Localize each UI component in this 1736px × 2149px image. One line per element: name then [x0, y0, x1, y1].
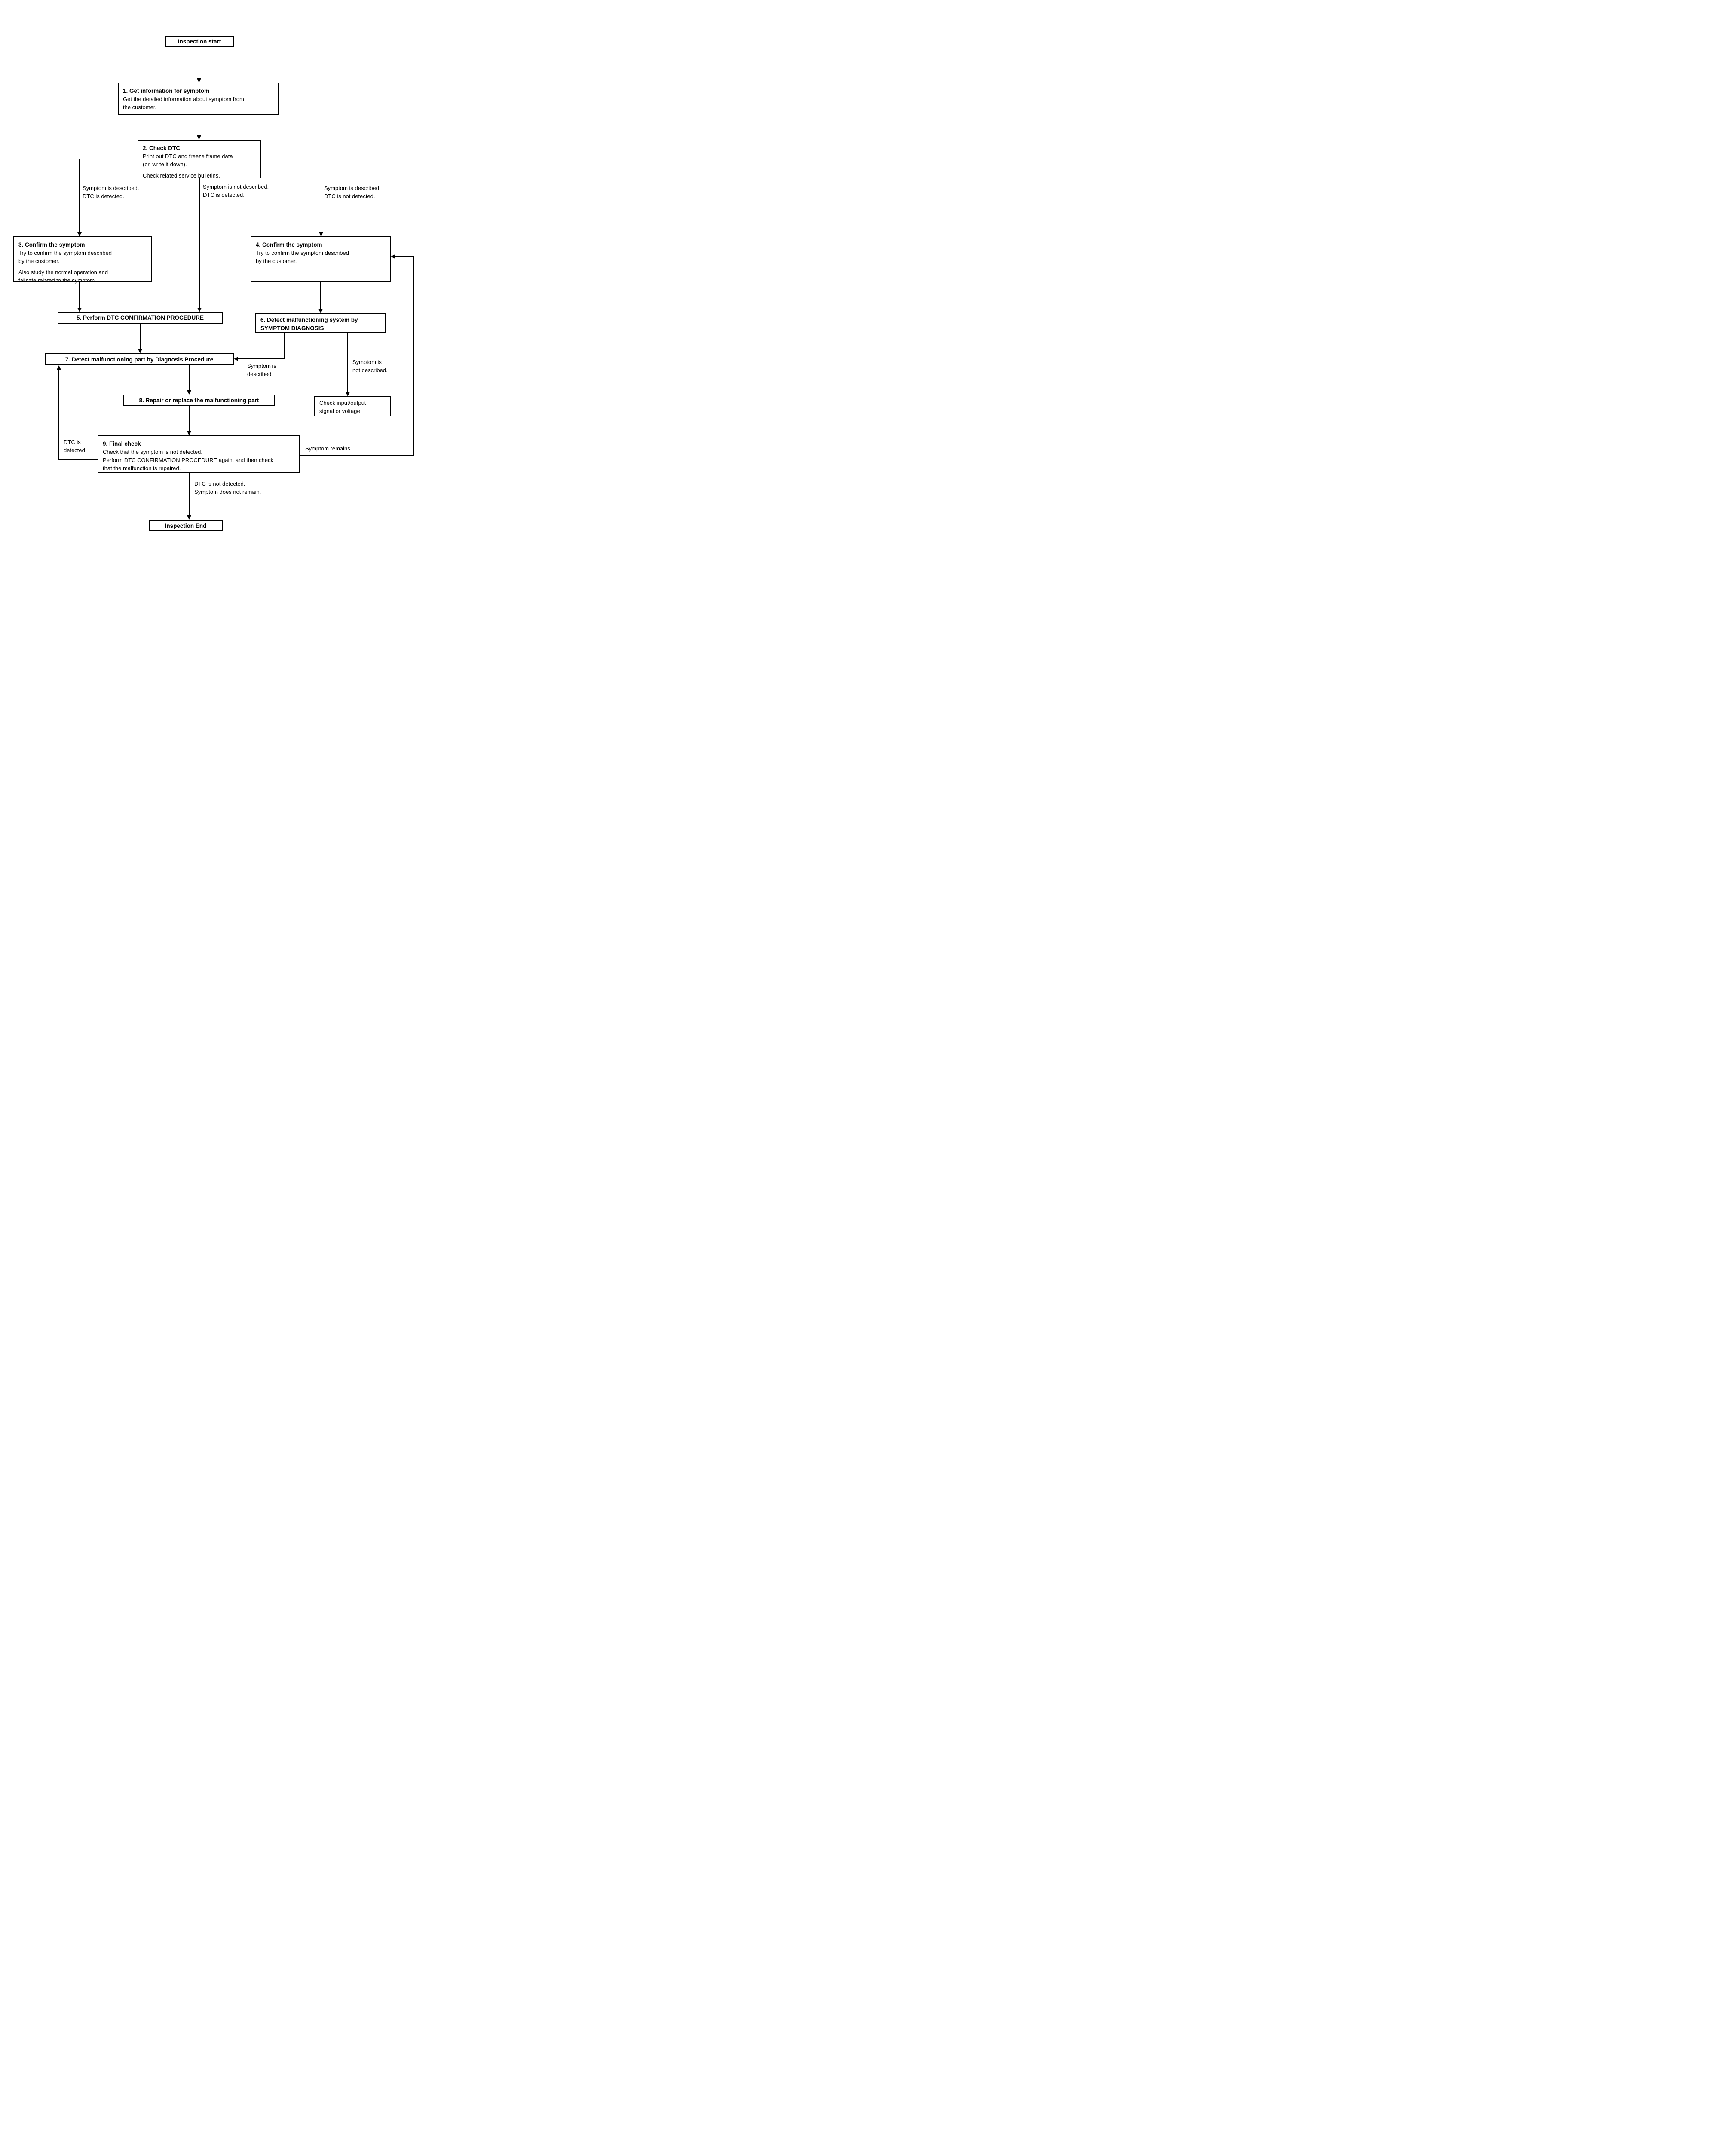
edge-step9-to-end-line — [189, 473, 190, 516]
check-io-line: signal or voltage — [319, 408, 360, 414]
node-check-io-signal: Check input/output signal or voltage — [314, 396, 391, 416]
step9-line: Perform DTC CONFIRMATION PROCEDURE again… — [103, 457, 274, 463]
edge-step6-to-step7-hline — [238, 358, 285, 359]
edge-label-to-end: DTC is not detected. Symptom does not re… — [194, 480, 261, 496]
arrowhead-down-icon — [318, 309, 323, 313]
node-step5-dtc-confirmation: 5. Perform DTC CONFIRMATION PROCEDURE — [58, 312, 223, 324]
arrowhead-down-icon — [77, 232, 82, 236]
node-inspection-start: Inspection start — [165, 36, 234, 47]
node-step8-repair-replace: 8. Repair or replace the malfunctioning … — [123, 395, 275, 406]
edge-step5-to-step7-line — [140, 324, 141, 350]
step2-line: Print out DTC and freeze frame data — [143, 153, 233, 159]
node-step7-diagnosis-procedure: 7. Detect malfunctioning part by Diagnos… — [45, 353, 234, 365]
step3-line: by the customer. — [18, 258, 60, 264]
arrowhead-down-icon — [138, 349, 142, 353]
node-inspection-end: Inspection End — [149, 520, 223, 531]
edge-label-line: detected. — [64, 447, 87, 453]
step7-title: 7. Detect malfunctioning part by Diagnos… — [65, 356, 214, 363]
arrowhead-down-icon — [319, 232, 323, 236]
arrowhead-down-icon — [77, 308, 82, 312]
arrowhead-down-icon — [197, 308, 202, 312]
step1-title: 1. Get information for symptom — [123, 88, 210, 94]
arrowhead-left-icon — [234, 357, 238, 361]
arrowhead-down-icon — [187, 515, 191, 520]
edge-step9-to-step4-vline — [413, 257, 414, 456]
edge-label-line: Symptom remains. — [305, 445, 352, 452]
edge-label-line: Symptom does not remain. — [194, 489, 261, 495]
edge-step9-to-step7-hline — [58, 459, 98, 460]
edge-step8-to-step9-line — [189, 406, 190, 432]
edge-label-dtc-detected: DTC is detected. — [64, 438, 87, 454]
step1-line: the customer. — [123, 104, 157, 110]
check-io-line: Check input/output — [319, 400, 366, 406]
step8-title: 8. Repair or replace the malfunctioning … — [139, 397, 259, 404]
edge-label-line: Symptom is — [247, 363, 276, 369]
edge-label-line: DTC is not detected. — [194, 481, 245, 487]
arrowhead-up-icon — [57, 365, 61, 370]
step6-title: SYMPTOM DIAGNOSIS — [260, 325, 324, 331]
step3-title: 3. Confirm the symptom — [18, 242, 85, 248]
edge-label-line: DTC is detected. — [83, 193, 124, 199]
edge-label-symptom-remains: Symptom remains. — [305, 444, 352, 453]
step2-title: 2. Check DTC — [143, 145, 181, 151]
edge-label-symptom-not-described: Symptom is not described. — [352, 358, 388, 374]
node-step4-confirm-symptom: 4. Confirm the symptom Try to confirm th… — [251, 236, 391, 282]
edge-label-line: not described. — [352, 367, 388, 373]
step1-line: Get the detailed information about sympt… — [123, 96, 244, 102]
edge-label-line: DTC is not detected. — [324, 193, 375, 199]
step9-title: 9. Final check — [103, 441, 141, 447]
edge-step3-to-step5-line — [79, 282, 80, 309]
step3-line: failsafe related to the symptom. — [18, 277, 96, 284]
node-step6-symptom-diagnosis: 6. Detect malfunctioning system by SYMPT… — [255, 313, 386, 333]
step4-line: by the customer. — [256, 258, 297, 264]
arrowhead-down-icon — [197, 135, 201, 140]
edge-label-line: Symptom is not described. — [203, 184, 269, 190]
arrowhead-down-icon — [187, 390, 191, 395]
edge-step6-to-step7-vline — [284, 333, 285, 359]
arrowhead-down-icon — [346, 392, 350, 396]
edge-label-line: Symptom is described. — [83, 185, 139, 191]
edge-label-symptom-described: Symptom is described. — [247, 362, 276, 378]
edge-label-middle-branch: Symptom is not described. DTC is detecte… — [203, 183, 269, 199]
step6-title: 6. Detect malfunctioning system by — [260, 317, 358, 323]
edge-step2-to-step3-vline — [79, 159, 80, 233]
step3-line: Try to confirm the symptom described — [18, 250, 112, 256]
inspection-start-label: Inspection start — [178, 38, 221, 45]
edge-step9-to-step4-hline-bottom — [300, 455, 414, 456]
edge-label-line: Symptom is — [352, 359, 382, 365]
node-step2-check-dtc: 2. Check DTC Print out DTC and freeze fr… — [138, 140, 261, 179]
step9-line: Check that the symptom is not detected. — [103, 449, 202, 455]
edge-label-line: DTC is — [64, 439, 81, 445]
node-step1-get-information: 1. Get information for symptom Get the d… — [118, 83, 279, 115]
edge-step9-to-step7-vline — [58, 369, 59, 460]
arrowhead-down-icon — [197, 78, 201, 83]
edge-label-line: Symptom is described. — [324, 185, 381, 191]
edge-label-line: DTC is detected. — [203, 192, 245, 198]
edge-label-line: described. — [247, 371, 273, 377]
step5-title: 5. Perform DTC CONFIRMATION PROCEDURE — [76, 315, 204, 321]
edge-step9-to-step4-hline-top — [395, 256, 414, 257]
step4-title: 4. Confirm the symptom — [256, 242, 322, 248]
edge-step4-to-step6-line — [320, 282, 321, 310]
step9-line: that the malfunction is repaired. — [103, 465, 181, 471]
step4-line: Try to confirm the symptom described — [256, 250, 349, 256]
arrowhead-down-icon — [187, 431, 191, 435]
edge-step7-to-step8-line — [189, 365, 190, 391]
edge-label-right-branch: Symptom is described. DTC is not detecte… — [324, 184, 381, 200]
node-step3-confirm-symptom: 3. Confirm the symptom Try to confirm th… — [13, 236, 152, 284]
edge-step2-to-step5-line — [199, 178, 200, 309]
step2-line: Check related service bulletins. — [143, 172, 220, 179]
node-step9-final-check: 9. Final check Check that the symptom is… — [98, 435, 300, 473]
step3-line: Also study the normal operation and — [18, 269, 108, 276]
arrowhead-left-icon — [391, 254, 395, 259]
edge-label-left-branch: Symptom is described. DTC is detected. — [83, 184, 139, 200]
diagnostic-workflow-diagram: Inspection start 1. Get information for … — [0, 0, 434, 588]
inspection-end-label: Inspection End — [165, 522, 207, 529]
edge-step6-to-checkio-line — [347, 333, 348, 393]
step2-line: (or, write it down). — [143, 161, 187, 168]
